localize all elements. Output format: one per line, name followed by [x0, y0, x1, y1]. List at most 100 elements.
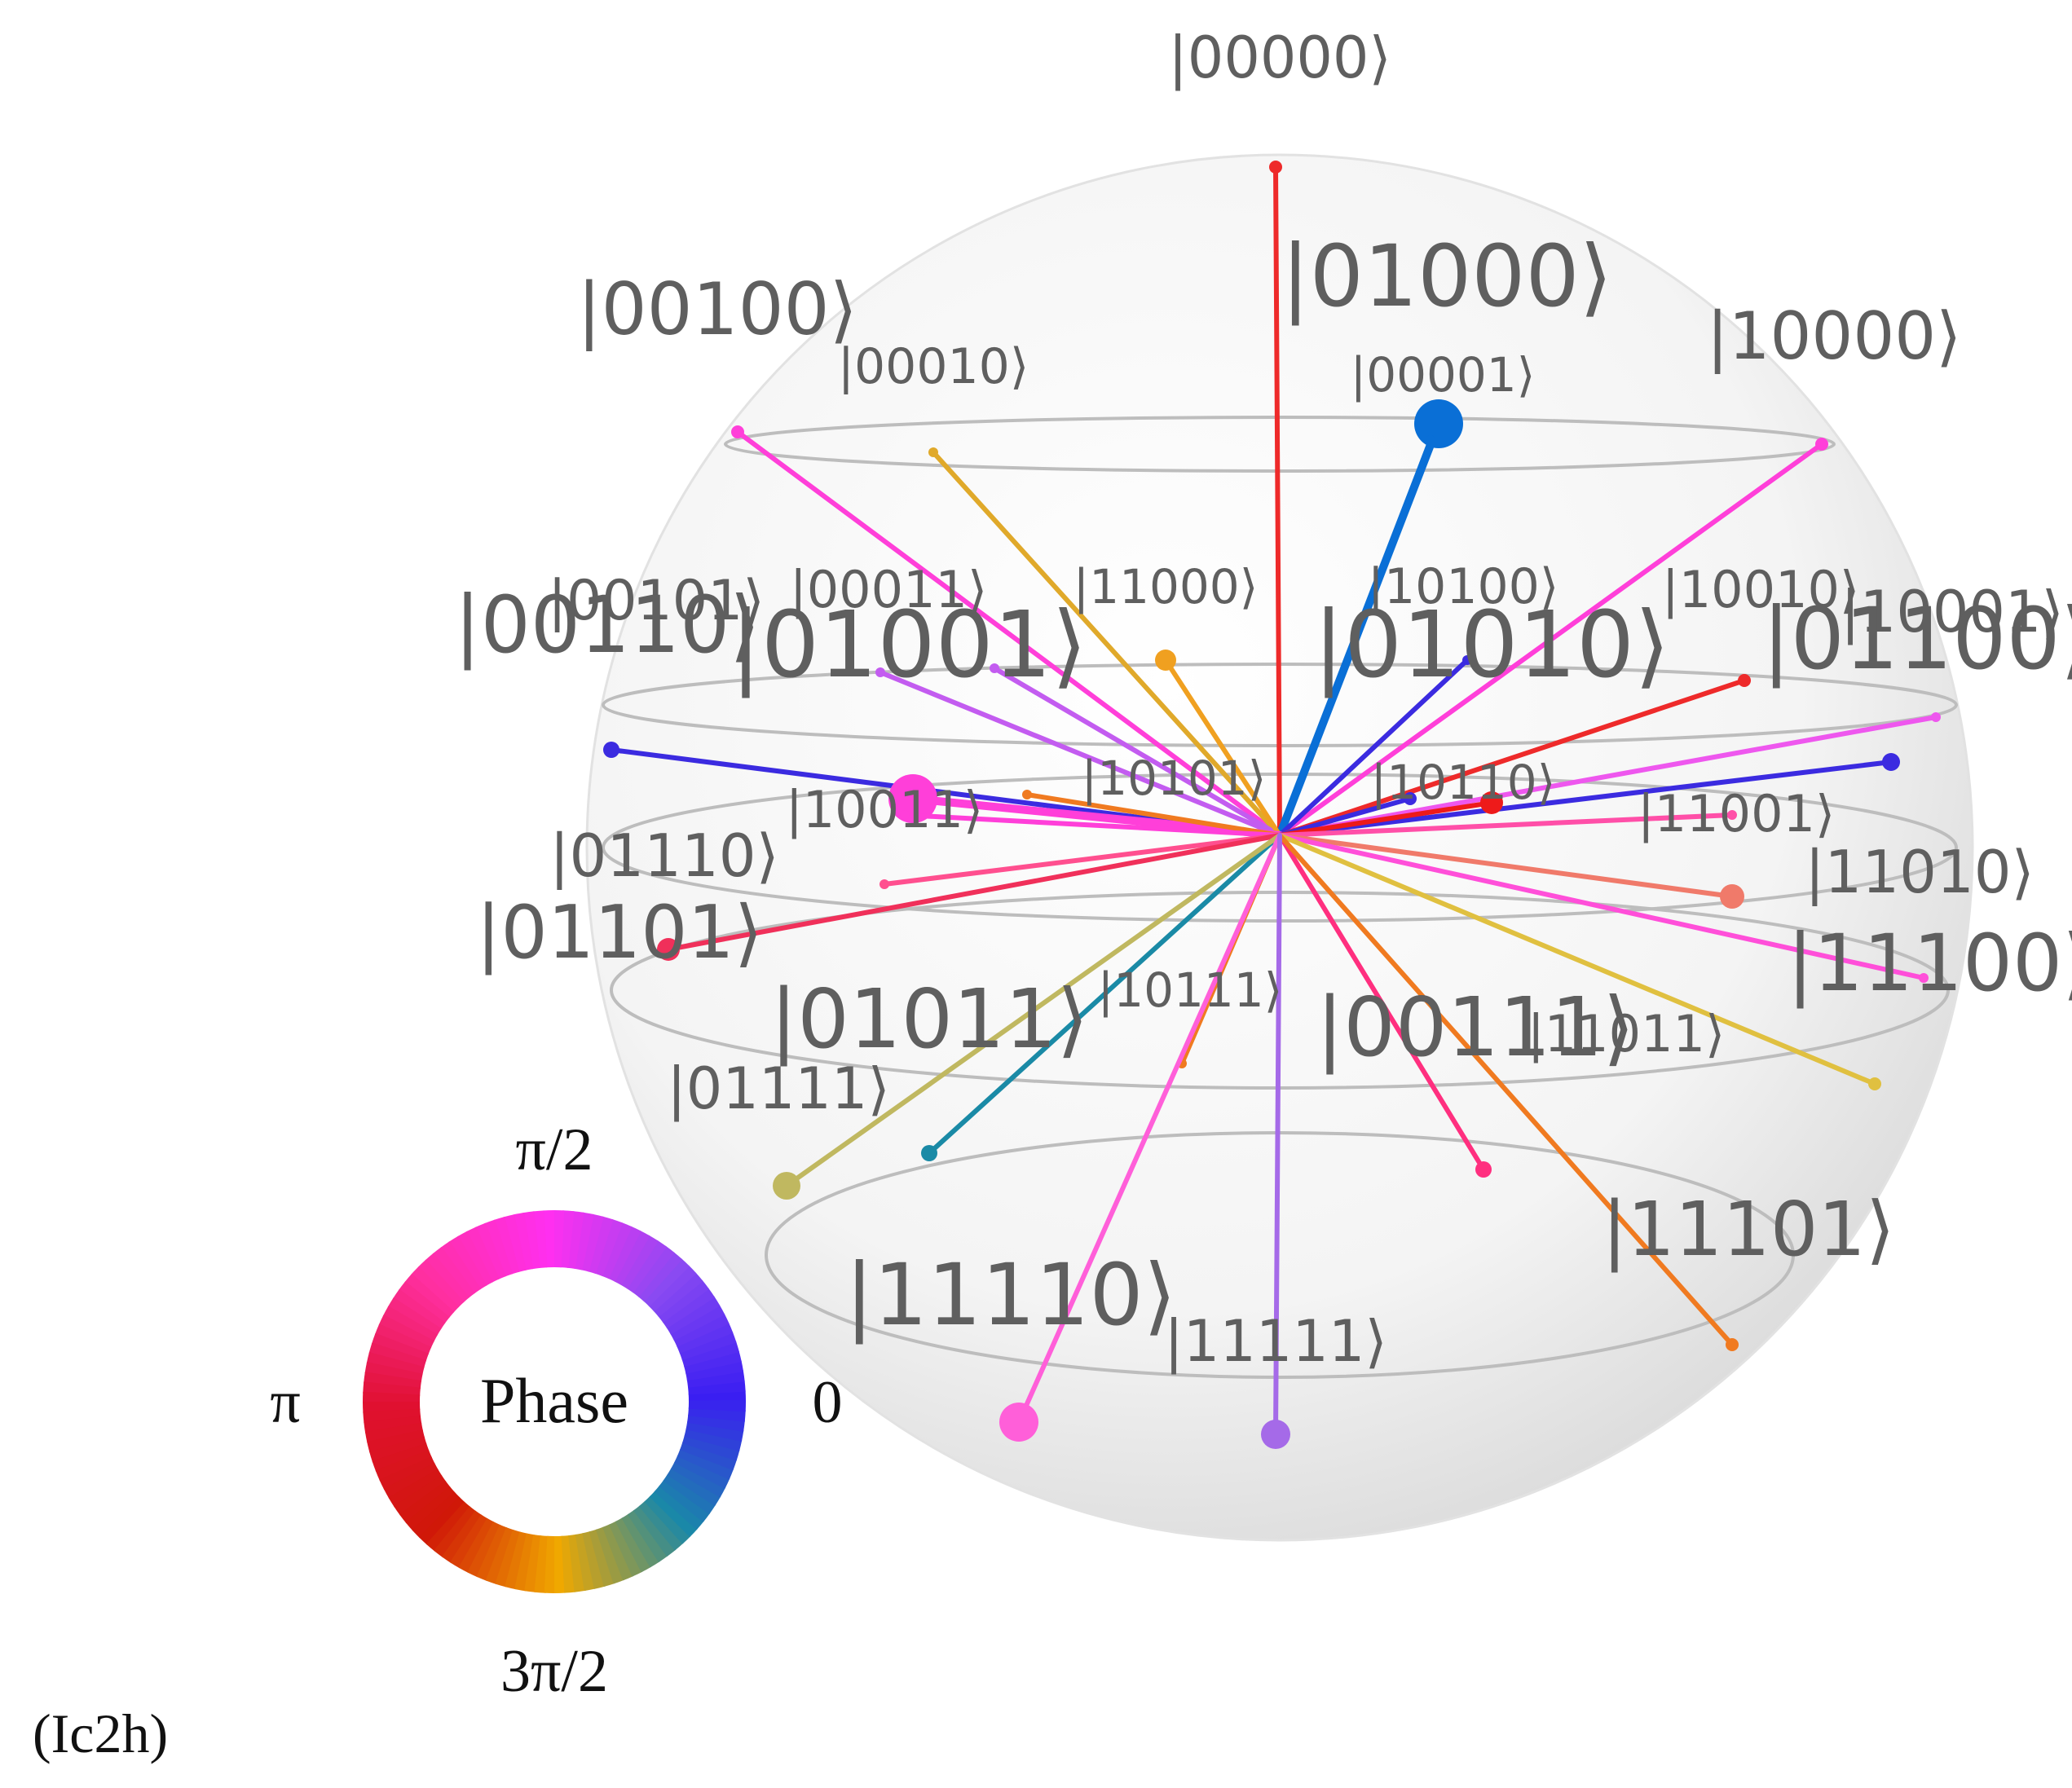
- phase-wheel-segment: [383, 1462, 439, 1500]
- phase-wheel-segment: [574, 1212, 594, 1271]
- state-vector-01101: [666, 833, 1282, 952]
- state-vector-tip-10110: [1480, 791, 1503, 814]
- phase-wheel-segment: [532, 1210, 548, 1269]
- state-label-00101: |00101⟩: [548, 569, 765, 633]
- state-labels: |00000⟩|01000⟩|00100⟩|10000⟩|00010⟩|0000…: [454, 24, 2072, 1375]
- state-vector-10010: [1277, 678, 1747, 838]
- phase-wheel-segment: [374, 1323, 432, 1355]
- state-vector-11100: [1277, 833, 1926, 980]
- phase-wheel-segment: [363, 1381, 421, 1397]
- phase-wheel-segment: [683, 1350, 742, 1374]
- phase-wheel-segment: [638, 1500, 684, 1551]
- phase-wheel-segment: [495, 1529, 521, 1588]
- phase-wheel-segment: [513, 1212, 534, 1271]
- phase-wheel-segment: [614, 1230, 650, 1286]
- state-vector-tip-00010: [928, 447, 938, 457]
- phase-wheel-segment: [483, 1219, 514, 1277]
- phase-wheel-segment: [524, 1534, 542, 1592]
- state-vector-01011: [927, 833, 1282, 1156]
- state-label-11001: |11001⟩: [1638, 784, 1835, 844]
- phase-wheel-segment: [405, 1486, 456, 1531]
- state-vector-tip-11100: [1919, 973, 1929, 983]
- phase-wheel-segment: [644, 1495, 691, 1544]
- phase-wheel-segment: [673, 1313, 730, 1348]
- state-label-10011: |10011⟩: [786, 780, 983, 840]
- phase-wheel-segment: [620, 1235, 659, 1289]
- state-vector-00100: [735, 429, 1282, 838]
- state-vector-10101: [1025, 792, 1282, 838]
- phase-wheel-segment: [458, 1517, 495, 1574]
- phase-wheel-segment: [378, 1315, 435, 1349]
- state-vector-tip-11111: [1261, 1420, 1290, 1449]
- state-label-01011: |01011⟩: [770, 971, 1089, 1067]
- state-vector-00001: [1277, 438, 1433, 838]
- state-vector-tip-10000: [1815, 438, 1828, 451]
- phase-wheel-segment: [677, 1322, 734, 1354]
- phase-wheel-segment: [372, 1442, 430, 1473]
- state-vector-tip-01000: [1414, 399, 1463, 448]
- phase-wheel-segment: [566, 1211, 584, 1270]
- phase-wheel-segment: [425, 1253, 470, 1303]
- phase-wheel-segment: [679, 1442, 738, 1471]
- state-vector-tip-01011: [921, 1145, 937, 1161]
- state-vector-tip-10101: [1022, 790, 1032, 799]
- state-vector-10110: [1277, 800, 1494, 838]
- figure-tag: (Ic2h): [33, 1702, 168, 1764]
- state-vector-10100: [1277, 658, 1470, 838]
- state-label-00001: |00001⟩: [1351, 347, 1536, 403]
- state-vector-tip-11001: [1727, 810, 1737, 820]
- phase-wheel-segment: [441, 1510, 483, 1564]
- phase-wheel-segment: [465, 1226, 500, 1283]
- state-vector-tip-10100: [1462, 655, 1472, 665]
- state-vector-tip-00111: [1475, 1161, 1492, 1178]
- phase-wheel-segment: [670, 1304, 725, 1341]
- state-label-00110: |00110⟩: [454, 579, 760, 672]
- phase-wheel-segment: [434, 1506, 477, 1558]
- phase-wheel-segment: [404, 1273, 455, 1319]
- state-label-10010: |10010⟩: [1662, 560, 1859, 620]
- phase-wheel-segment: [633, 1505, 677, 1557]
- state-label-11100: |11100⟩: [1787, 918, 2072, 1010]
- state-label-01110: |01110⟩: [549, 821, 778, 891]
- state-vector-00101: [878, 670, 1282, 838]
- state-label-01111: |01111⟩: [667, 1055, 890, 1122]
- phase-wheel-segment: [653, 1272, 703, 1318]
- state-label-01000: |01000⟩: [1281, 227, 1612, 326]
- state-label-11010: |11010⟩: [1805, 838, 2034, 907]
- phase-wheel-segment: [686, 1414, 745, 1432]
- phase-wheel-segment: [582, 1530, 606, 1589]
- phase-wheel-segment: [588, 1216, 614, 1275]
- phase-wheel-segment: [648, 1265, 697, 1312]
- state-label-10100: |10100⟩: [1368, 558, 1559, 615]
- phase-wheel-segment: [440, 1240, 482, 1294]
- phase-wheel-segment: [398, 1281, 450, 1324]
- phase-wheel-segment: [684, 1428, 743, 1451]
- state-vector-tip-10010: [1738, 674, 1751, 687]
- phase-wheel-segment: [649, 1491, 699, 1538]
- state-label-01100: |01100⟩: [1762, 589, 2072, 689]
- phase-wheel-segment: [425, 1501, 471, 1552]
- state-vector-tip-00110: [603, 742, 619, 758]
- phase-wheel-segment: [643, 1257, 690, 1307]
- state-vector-tip-11101: [1726, 1338, 1739, 1351]
- phase-wheel-segment: [608, 1521, 643, 1577]
- phase-wheel-segment: [363, 1408, 421, 1424]
- phase-wheel-segment: [670, 1461, 726, 1498]
- phase-wheel-segment: [364, 1415, 422, 1433]
- phase-wheel-segment: [417, 1259, 465, 1308]
- state-vector-01110: [882, 833, 1282, 887]
- phase-wheel-segment: [367, 1429, 425, 1453]
- state-vector-11111: [1273, 833, 1282, 1437]
- phase-wheel-segment: [514, 1533, 535, 1592]
- state-label-10111: |10111⟩: [1098, 962, 1283, 1018]
- phase-wheel-segment: [476, 1524, 508, 1582]
- phase-wheel-segment: [450, 1514, 488, 1569]
- state-label-11011: |11011⟩: [1528, 1004, 1725, 1064]
- phase-label-zero: 0: [813, 1369, 843, 1436]
- phase-wheel-segment: [559, 1210, 575, 1268]
- phase-wheel-segment: [505, 1531, 528, 1590]
- phase-wheel-segment: [681, 1435, 740, 1461]
- phase-wheel-segment: [364, 1422, 423, 1443]
- state-vector-tip-01010: [1404, 792, 1417, 805]
- phase-wheel-segment: [432, 1246, 476, 1298]
